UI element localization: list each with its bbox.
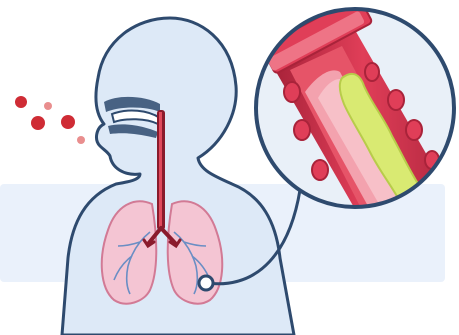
trachea [157, 110, 165, 230]
nasal-cavity [104, 97, 160, 138]
particle [77, 136, 85, 144]
particle [15, 96, 27, 108]
inhaled-particles [15, 96, 85, 144]
callout-anchor [199, 276, 213, 290]
particle [61, 115, 75, 129]
particle [44, 102, 52, 110]
particle [31, 116, 45, 130]
